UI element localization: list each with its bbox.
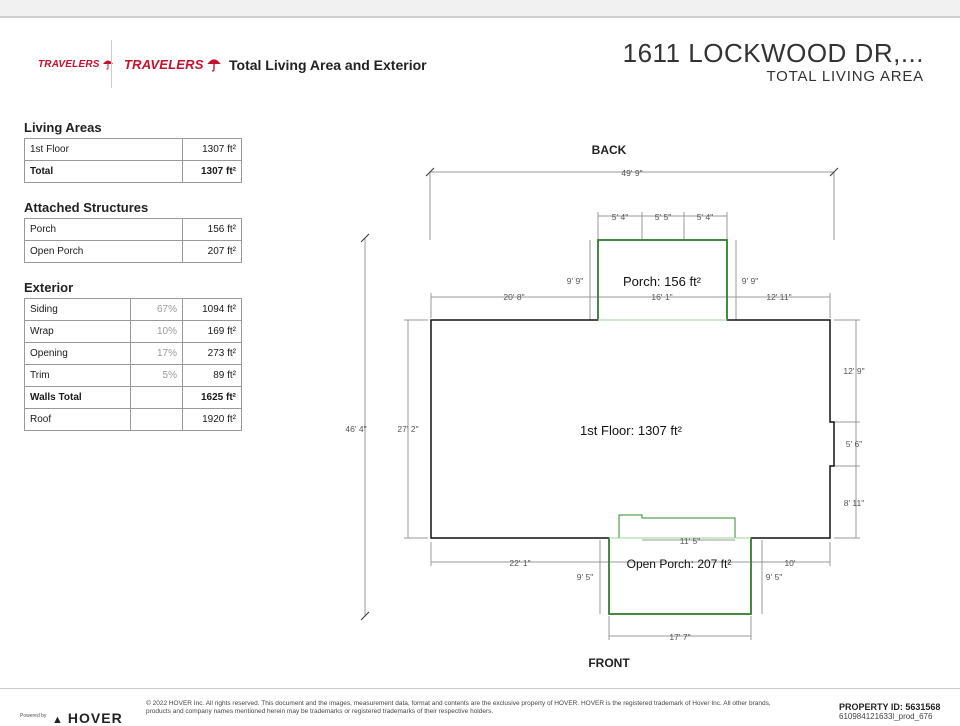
dim-left-depth: 27' 2": [397, 424, 418, 434]
row-value: 1920 ft²: [182, 408, 242, 431]
dim-porch-depth-left: 9' 9": [567, 276, 583, 286]
dim-right-bump: 5' 6": [846, 439, 862, 449]
dim-overall-depth: 46' 4": [345, 424, 366, 434]
hover-logo: ▲HOVER: [22, 710, 122, 726]
open-porch-step: [618, 514, 736, 538]
table-row: Wrap 10% 169 ft²: [24, 320, 242, 343]
brand-text-large: TRAVELERS: [124, 56, 204, 72]
exterior-title: Exterior: [24, 280, 74, 295]
table-row-total: Walls Total 1625 ft²: [24, 386, 242, 409]
table-row-total: Total 1307 ft²: [24, 160, 242, 183]
dim-right-top: 12' 9": [843, 366, 864, 376]
porch-outline: [597, 239, 728, 320]
dim-open-porch-width: 17' 7": [669, 632, 690, 642]
dim-back-left: 20' 8": [503, 292, 524, 302]
umbrella-icon: [206, 59, 221, 72]
travelers-logo-small: TRAVELERS: [38, 40, 114, 88]
report-subtitle: TOTAL LIVING AREA: [766, 68, 924, 85]
row-percent: [129, 408, 183, 431]
front-label: FRONT: [588, 656, 630, 670]
dimension-lines: [360, 167, 860, 640]
table-row: Trim 5% 89 ft²: [24, 364, 242, 387]
back-label: BACK: [592, 143, 627, 157]
property-address: 1611 LOCKWOOD DR,...: [622, 38, 924, 68]
powered-by-label: Powered by: [20, 713, 47, 719]
dim-porch-seg-left: 5' 4": [612, 212, 628, 222]
attached-structures-title: Attached Structures: [24, 200, 149, 215]
floor-plan: BACK FRONT: [345, 143, 864, 670]
dim-overall-width: 49' 9": [621, 168, 642, 178]
dimension-labels: 49' 9" 46' 4" 5' 4" 5' 5" 5' 4" 9' 9" 9'…: [345, 168, 864, 642]
dim-right-bottom: 8' 11": [844, 498, 865, 508]
brand-text-small: TRAVELERS: [38, 58, 100, 70]
living-areas-table: 1st Floor 1307 ft² Total 1307 ft²: [24, 138, 242, 183]
umbrella-icon: [102, 60, 113, 70]
porch-label: Porch: 156 ft²: [623, 274, 702, 289]
open-porch-outline: [608, 538, 752, 615]
row-value: 1307 ft²: [182, 160, 242, 183]
dim-porch-seg-mid: 5' 5": [655, 212, 671, 222]
table-row: Roof 1920 ft²: [24, 408, 242, 431]
open-porch-label: Open Porch: 207 ft²: [627, 557, 732, 571]
dim-porch-depth-right: 9' 9": [742, 276, 758, 286]
dim-front-left: 22' 1": [509, 558, 530, 568]
property-id: PROPERTY ID: 5631568: [839, 702, 941, 712]
property-code: 610984121633l_prod_676: [839, 712, 933, 721]
hover-mark-icon: ▲: [52, 714, 64, 726]
dim-open-porch-depth-left: 9' 5": [577, 572, 593, 582]
travelers-logo-large: TRAVELERS: [124, 40, 222, 88]
table-row: Siding 67% 1094 ft²: [24, 298, 242, 321]
table-row: Opening 17% 273 ft²: [24, 342, 242, 365]
dim-back-porch: 16' 1": [651, 292, 672, 302]
table-row: Open Porch 207 ft²: [24, 240, 242, 263]
first-floor-label: 1st Floor: 1307 ft²: [580, 423, 683, 438]
row-value: 207 ft²: [182, 240, 242, 263]
exterior-table: Siding 67% 1094 ft² Wrap 10% 169 ft² Ope…: [24, 298, 242, 431]
logo-divider: [111, 40, 112, 88]
dim-porch-seg-right: 5' 4": [697, 212, 713, 222]
footer-divider: [0, 688, 960, 689]
dim-back-right: 12' 11": [766, 292, 791, 302]
hover-brand-text: HOVER: [67, 710, 123, 726]
browser-top-strip: [0, 0, 960, 18]
dim-open-porch-depth-right: 9' 5": [766, 572, 782, 582]
dim-front-right: 10': [784, 558, 795, 568]
dim-front-inner: 11' 5": [680, 536, 701, 546]
page-title: Total Living Area and Exterior: [229, 57, 427, 73]
attached-structures-table: Porch 156 ft² Open Porch 207 ft²: [24, 218, 242, 263]
copyright-notice: © 2022 HOVER Inc. All rights reserved. T…: [146, 700, 771, 715]
living-areas-title: Living Areas: [24, 120, 102, 135]
row-label: Roof: [24, 408, 131, 431]
